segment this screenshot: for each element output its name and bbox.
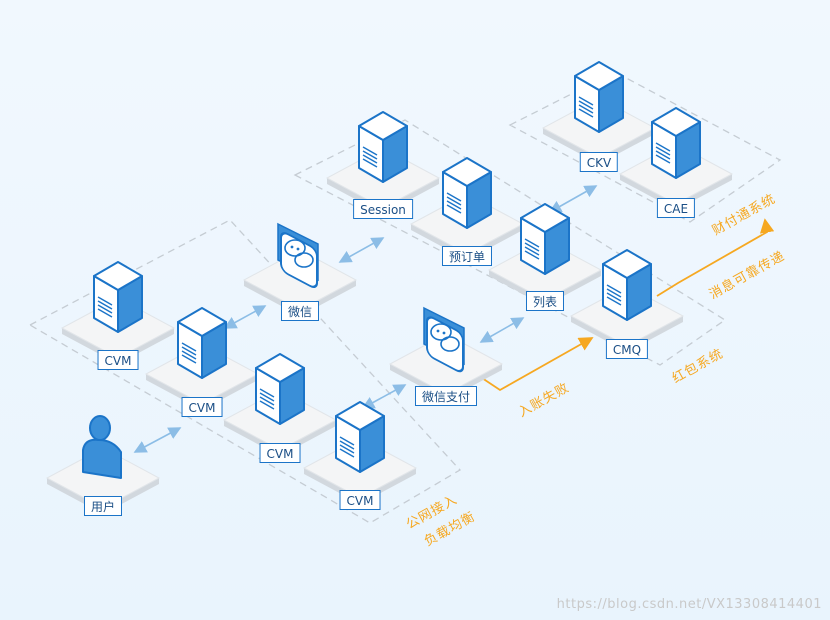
node-label-wechat-pay: 微信支付 (414, 386, 478, 406)
node-label-cvm: CVM (97, 350, 139, 370)
server-icon (358, 111, 408, 183)
platform-side (620, 174, 732, 210)
watermark: https://blog.csdn.net/VX13308414401 (556, 597, 822, 612)
wechat-pay-icon (423, 306, 465, 373)
platform-side (489, 270, 601, 306)
node-label-wechat: 微信 (280, 301, 320, 321)
platform-side (571, 316, 683, 352)
arrow-list-ckv (548, 185, 598, 213)
platform-side (62, 328, 174, 364)
arrow-user-cvm (133, 427, 182, 453)
platform-side (543, 128, 655, 164)
server-icon (93, 261, 143, 333)
flow-account-fail (481, 337, 594, 392)
user-icon (82, 415, 122, 479)
server-icon (255, 353, 305, 425)
node-label-cae: CAE (656, 198, 696, 218)
node-label-cmq: CMQ (605, 339, 649, 359)
arrow-wechatpay-list (479, 317, 525, 343)
arrow-cvm-wechat (223, 305, 267, 329)
node-label-cvm: CVM (259, 443, 301, 463)
flow-reliable-message (656, 218, 775, 297)
node-label-cvm: CVM (339, 490, 381, 510)
node-label-user: 用户 (83, 496, 123, 516)
arrow-cvm-wechatpay (361, 384, 407, 409)
node-label-list: 列表 (525, 291, 565, 311)
server-icon (574, 61, 624, 133)
node-label-ckv: CKV (579, 152, 619, 172)
server-icon (520, 203, 570, 275)
tenpay-zone-outline (508, 71, 782, 223)
server-icon (651, 107, 701, 179)
server-icon (442, 157, 492, 229)
wechat-icon (277, 222, 319, 288)
access-zone-outline (28, 219, 462, 524)
server-icon (335, 401, 385, 473)
node-label-cvm: CVM (181, 397, 223, 417)
arrow-wechat-session (338, 237, 385, 263)
node-label-preorder: 预订单 (441, 246, 493, 266)
server-icon (602, 249, 652, 321)
platform-side (47, 478, 159, 514)
node-label-session: Session (353, 199, 413, 219)
server-icon (177, 307, 227, 379)
